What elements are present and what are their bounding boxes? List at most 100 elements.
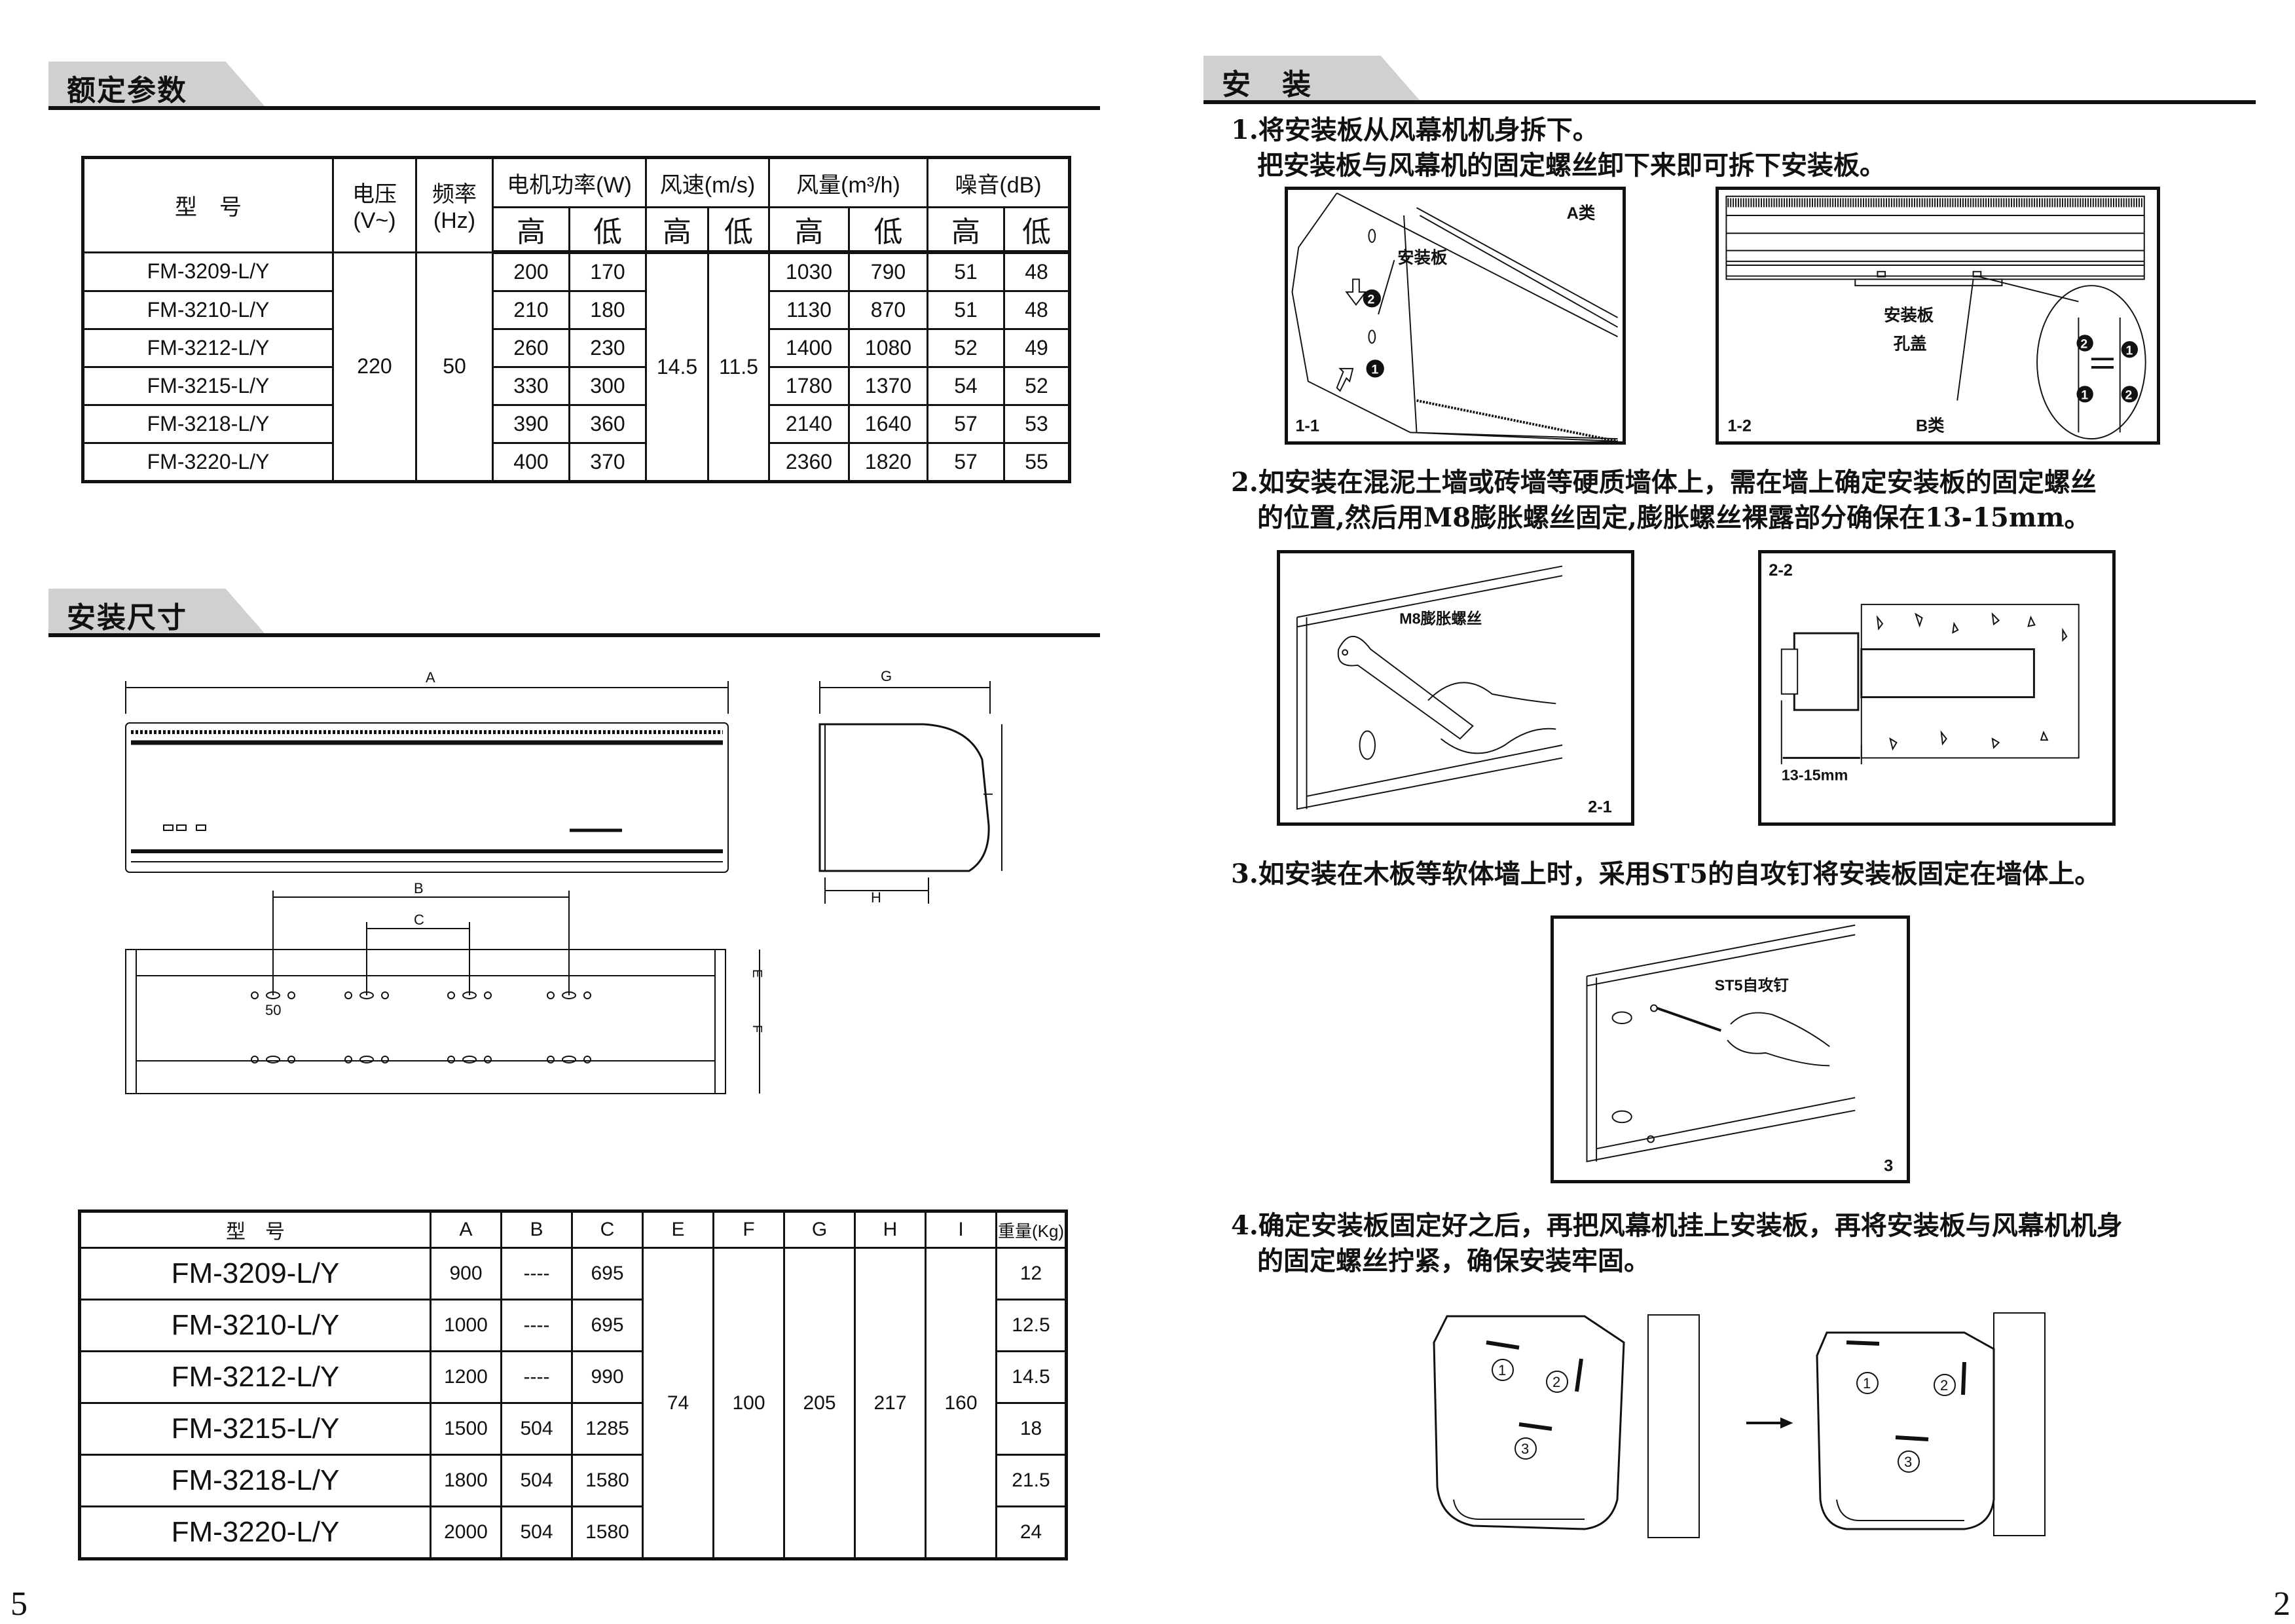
screw-hole [547, 991, 555, 999]
table-cell: 504 [500, 1454, 573, 1507]
svg-text:3: 3 [1904, 1454, 1912, 1470]
divider [48, 106, 1100, 110]
table-cell: FM-3212-L/Y [79, 1350, 431, 1404]
table-cell: 330 [492, 366, 570, 406]
svg-text:2: 2 [1367, 292, 1374, 306]
header-high: 高 [927, 206, 1005, 254]
svg-text:1: 1 [2126, 343, 2133, 358]
step-2: 2.如安装在混泥土墙或砖墙等硬质墙体上，需在墙上确定安装板的固定螺丝的位置,然后… [1231, 467, 2097, 533]
header-voltage: 电压(V~) [332, 157, 417, 253]
dim-label-e: E [750, 969, 764, 978]
dim-label-c: C [414, 912, 424, 928]
screw-hole [583, 991, 591, 999]
table-cell: FM-3210-L/Y [82, 290, 334, 330]
dim-label-i: I [980, 792, 995, 796]
section-title: 安 装 [1222, 68, 1312, 101]
table-cell: 210 [492, 290, 570, 330]
divider [48, 633, 1100, 637]
mounting-hole [359, 991, 374, 999]
page-number-left: 5 [10, 1585, 28, 1623]
header-power: 电机功率(W) [492, 157, 647, 208]
table-cell: 370 [568, 442, 647, 483]
table-cell: 217 [854, 1247, 927, 1560]
figure-id: 3 [1884, 1156, 1893, 1175]
section-tab: 安 装 [1203, 56, 1420, 100]
section-header-install-dims: 安装尺寸 [48, 589, 1100, 637]
header-high: 高 [645, 206, 709, 254]
table-cell: 21.5 [995, 1454, 1067, 1507]
callout-hole-cover: 孔盖 [1894, 335, 1927, 354]
table-cell: 54 [927, 366, 1005, 406]
table-cell: 74 [642, 1247, 714, 1560]
table-cell: ---- [500, 1350, 573, 1404]
front-view-drawing: A [125, 669, 729, 873]
table-cell: 900 [430, 1247, 502, 1301]
section-header-install: 安 装 [1203, 56, 2256, 104]
screw-hole [547, 1056, 555, 1063]
mounting-hole [266, 991, 280, 999]
table-cell: FM-3218-L/Y [79, 1454, 431, 1507]
table-cell: 12.5 [995, 1299, 1067, 1352]
table-cell: 695 [571, 1299, 644, 1352]
table-cell: 12 [995, 1247, 1067, 1301]
svg-text:2: 2 [2080, 337, 2087, 352]
table-cell: 990 [571, 1350, 644, 1404]
section-title: 额定参数 [67, 74, 187, 107]
table-cell: FM-3220-L/Y [82, 442, 334, 483]
page-number-right: 2 [2273, 1585, 2290, 1623]
screw-hole [447, 991, 455, 999]
figure-id: 2-2 [1769, 561, 1793, 580]
screw-hole [381, 1056, 389, 1063]
step-circle-3: 3 [1521, 1441, 1529, 1457]
table-cell: 52 [1003, 366, 1071, 406]
table-cell: 1130 [768, 290, 850, 330]
table-cell: 57 [927, 404, 1005, 444]
table-cell: 53 [1003, 404, 1071, 444]
step-circle-1: 1 [1498, 1362, 1506, 1378]
svg-text:2: 2 [1940, 1377, 1948, 1393]
table-cell: 55 [1003, 442, 1071, 483]
step-circle-2: 2 [1552, 1374, 1560, 1390]
table-cell: 51 [927, 290, 1005, 330]
table-cell: 220 [332, 251, 417, 483]
table-cell: 870 [848, 290, 928, 330]
figure-id: 1-1 [1295, 416, 1319, 435]
screw-hole [447, 1056, 455, 1063]
section-tab: 额定参数 [48, 62, 265, 106]
screw-hole [484, 1056, 492, 1063]
header-model: 型 号 [79, 1210, 431, 1249]
header-low: 低 [848, 206, 928, 254]
section-title: 安装尺寸 [67, 601, 187, 635]
header-noise: 噪音(dB) [927, 157, 1071, 208]
table-cell: 160 [925, 1247, 997, 1560]
header-high: 高 [492, 206, 570, 254]
svg-text:2: 2 [2125, 388, 2133, 403]
table-cell: ---- [500, 1247, 573, 1301]
mounting-hole [359, 1056, 374, 1063]
mounting-hole [462, 1056, 477, 1063]
mounting-hole [562, 1056, 576, 1063]
dim-label-h: H [871, 889, 881, 906]
table-cell: 1640 [848, 404, 928, 444]
mounting-hole [462, 991, 477, 999]
figure-id: 1-2 [1727, 416, 1752, 435]
table-cell: 400 [492, 442, 570, 483]
header-i: I [925, 1210, 997, 1249]
table-cell: 1820 [848, 442, 928, 483]
side-view-drawing: G I H [818, 668, 1002, 906]
header-high: 高 [768, 206, 850, 254]
fig-type-label: A类 [1567, 204, 1596, 223]
table-cell: 504 [500, 1505, 573, 1560]
table-cell: 1285 [571, 1402, 644, 1456]
table-cell: 1000 [430, 1299, 502, 1352]
mounting-hole [266, 1056, 280, 1063]
